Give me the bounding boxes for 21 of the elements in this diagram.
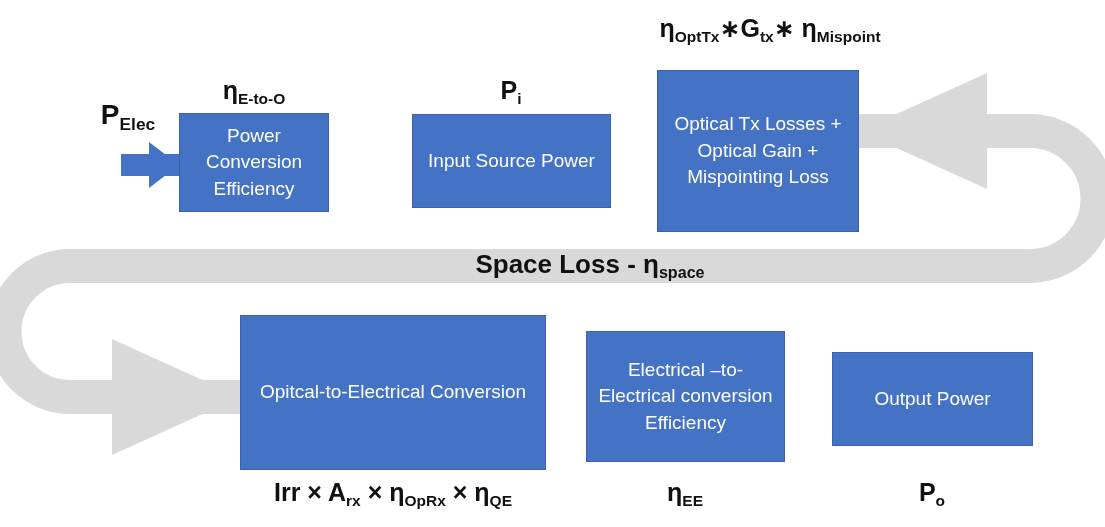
box-label: Electrical –to- Electrical conversion Efficiency [597,357,774,435]
arrow [121,142,179,188]
box-label: Output Power [874,386,991,411]
formula-label: η$_{EE}$ [667,478,703,511]
formula-label: η$_{OptTx}$∗G$_{tx}$∗ η$_{Mispoint}$ [659,14,881,47]
arrow [0,73,1105,455]
formula-label: P$_{o}$ [918,478,946,511]
box-label: Input Source Power [428,148,595,173]
process-box [240,315,546,470]
box-label: Opitcal-to-Electrical Conversion [259,380,527,405]
process-box [832,352,1033,446]
process-box [179,113,329,212]
process-box [657,70,859,232]
box-label: Power Conversion Efficiency [204,123,304,201]
formula-label: Irr × A$_{rx}$ × η$_{OpRx}$ × η$_{QE}$ [274,478,512,511]
edge-label: P$_{Elec}$ [99,99,157,135]
process-box [412,114,611,208]
box-label: Optical Tx Losses + Optical Gain + Mispointing Loss [673,112,843,190]
formula-label: P$_{i}$ [500,76,522,109]
formula-label: η$_{E-to-O}$ [222,76,286,109]
process-box [586,331,785,462]
